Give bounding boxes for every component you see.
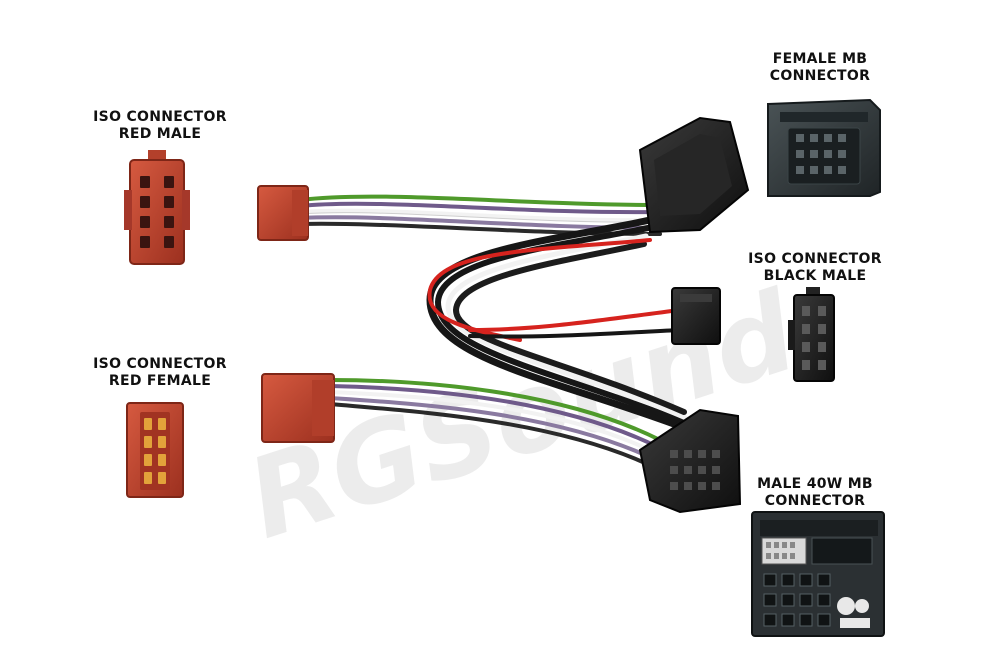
label-line: RED MALE xyxy=(118,126,202,142)
label-line: FEMALE MB xyxy=(772,51,868,67)
male-40w-mb-connector xyxy=(751,511,885,637)
label-line: MALE 40W MB xyxy=(757,476,873,492)
label-line: ISO CONNECTOR xyxy=(93,356,227,372)
label-line: ISO CONNECTOR xyxy=(748,251,882,267)
label-line: BLACK MALE xyxy=(763,268,867,284)
iso-red-male-connector xyxy=(124,150,190,265)
label-line: RED FEMALE xyxy=(108,373,212,389)
label-male-40w-mb-connector: MALE 40W MB CONNECTOR xyxy=(735,476,895,510)
label-iso-connector-black-male: ISO CONNECTOR BLACK MALE xyxy=(735,251,895,285)
harness-red-plug-top xyxy=(257,185,309,241)
label-line: ISO CONNECTOR xyxy=(93,109,227,125)
iso-black-male-connector xyxy=(788,287,835,382)
wire-harness xyxy=(298,194,694,472)
harness-red-plug-bottom xyxy=(261,373,335,443)
label-iso-connector-red-female: ISO CONNECTOR RED FEMALE xyxy=(80,356,240,390)
harness-black-plug-middle xyxy=(671,287,721,345)
harness-black-plug-bottom xyxy=(638,408,742,514)
harness-black-plug-top xyxy=(638,116,750,234)
female-mb-connector xyxy=(767,98,881,197)
label-line: CONNECTOR xyxy=(769,68,871,84)
label-female-mb-connector: FEMALE MB CONNECTOR xyxy=(740,51,900,85)
label-line: CONNECTOR xyxy=(764,493,866,509)
label-iso-connector-red-male: ISO CONNECTOR RED MALE xyxy=(80,109,240,143)
iso-red-female-connector xyxy=(126,402,184,498)
